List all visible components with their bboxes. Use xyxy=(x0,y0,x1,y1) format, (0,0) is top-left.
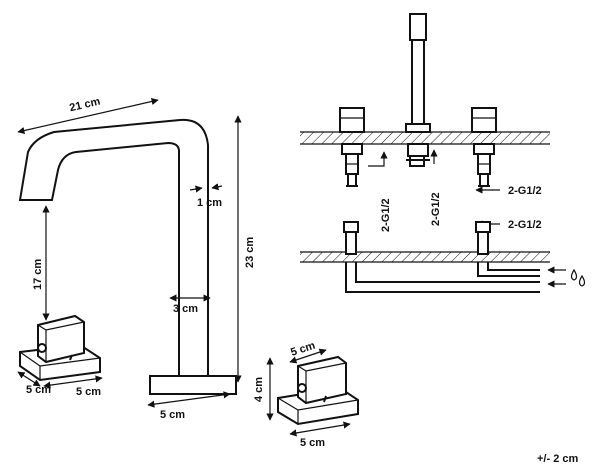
label-connection-center: 2-G1/2 xyxy=(430,192,442,226)
label-column-width: 3 cm xyxy=(173,303,198,315)
dimension-total-height: 23 cm xyxy=(234,115,256,383)
label-connection-left: 2-G1/2 xyxy=(380,198,392,232)
dimension-handle-height: 4 cm xyxy=(253,357,274,421)
installation-diagram: 2-G1/2 2-G1/2 2-G1/2 2-G1/2 xyxy=(300,13,586,293)
dimension-spout-length: 21 cm xyxy=(17,96,159,135)
label-base-width: 5 cm xyxy=(160,409,185,421)
dimension-handle-width-right: 5 cm xyxy=(289,421,351,449)
label-connection-right-bottom: 2-G1/2 xyxy=(508,219,542,231)
dimension-spout-thickness: 1 cm xyxy=(189,183,222,209)
right-handle-drawing xyxy=(277,355,359,426)
dimension-spout-clearance: 17 cm xyxy=(32,205,50,321)
label-spout-length: 21 cm xyxy=(68,96,101,115)
tolerance-note: +/- 2 cm xyxy=(537,453,578,465)
label-handle-top-width: 5 cm xyxy=(289,340,317,359)
dimension-base-width: 5 cm xyxy=(147,391,231,421)
label-connection-right-top: 2-G1/2 xyxy=(508,185,542,197)
label-handle-width-right: 5 cm xyxy=(300,437,325,449)
label-handle-height: 4 cm xyxy=(253,377,265,402)
dimension-column-width: 3 cm xyxy=(169,294,211,315)
left-handle-drawing xyxy=(19,314,101,382)
water-drops-icon xyxy=(570,268,586,287)
dimension-handle-width-left: 5 cm xyxy=(43,375,103,398)
label-spout-clearance: 17 cm xyxy=(32,259,44,290)
label-spout-thickness: 1 cm xyxy=(197,197,222,209)
label-handle-width-left: 5 cm xyxy=(76,386,101,398)
dimension-handle-top-width: 5 cm xyxy=(289,340,327,364)
label-total-height: 23 cm xyxy=(244,237,256,268)
